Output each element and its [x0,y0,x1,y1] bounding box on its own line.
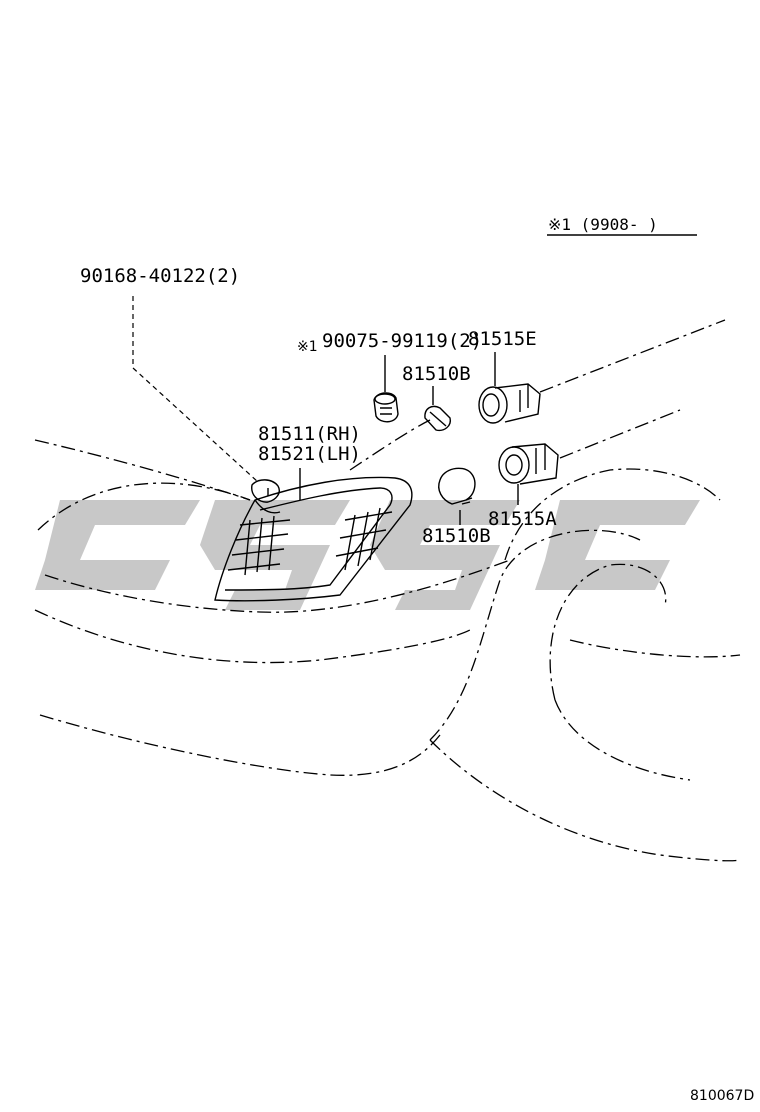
label-bulb-lower: 81510B [422,525,491,547]
watermark-logo [35,500,700,610]
bulb-lower-part [438,467,476,505]
socket-upper-part [478,383,541,424]
label-socket-lower: 81515A [488,508,557,530]
diagram-id: 810067D [690,1088,754,1104]
leader-lines [132,296,726,525]
label-clip: 90168-40122(2) [80,265,240,287]
label-bulb-upper: 81510B [402,363,471,385]
lamp-lens-hatch [227,507,393,576]
effective-note: ※1 (9908- ) [547,215,697,236]
vehicle-outline [34,439,741,862]
bulb-upper-part [424,405,451,432]
screw-part [373,392,399,423]
socket-lower-part [498,443,559,485]
label-screw: 90075-99119(2) [322,330,482,352]
label-lamp-lh: 81521(LH) [258,443,361,465]
corner-lamp [214,476,413,602]
effective-note-text: ※1 (9908- ) [548,215,658,234]
label-socket-upper: 81515E [468,328,537,350]
label-lamp-rh: 81511(RH) [258,423,361,445]
label-screw-mark: ※1 [297,339,318,355]
